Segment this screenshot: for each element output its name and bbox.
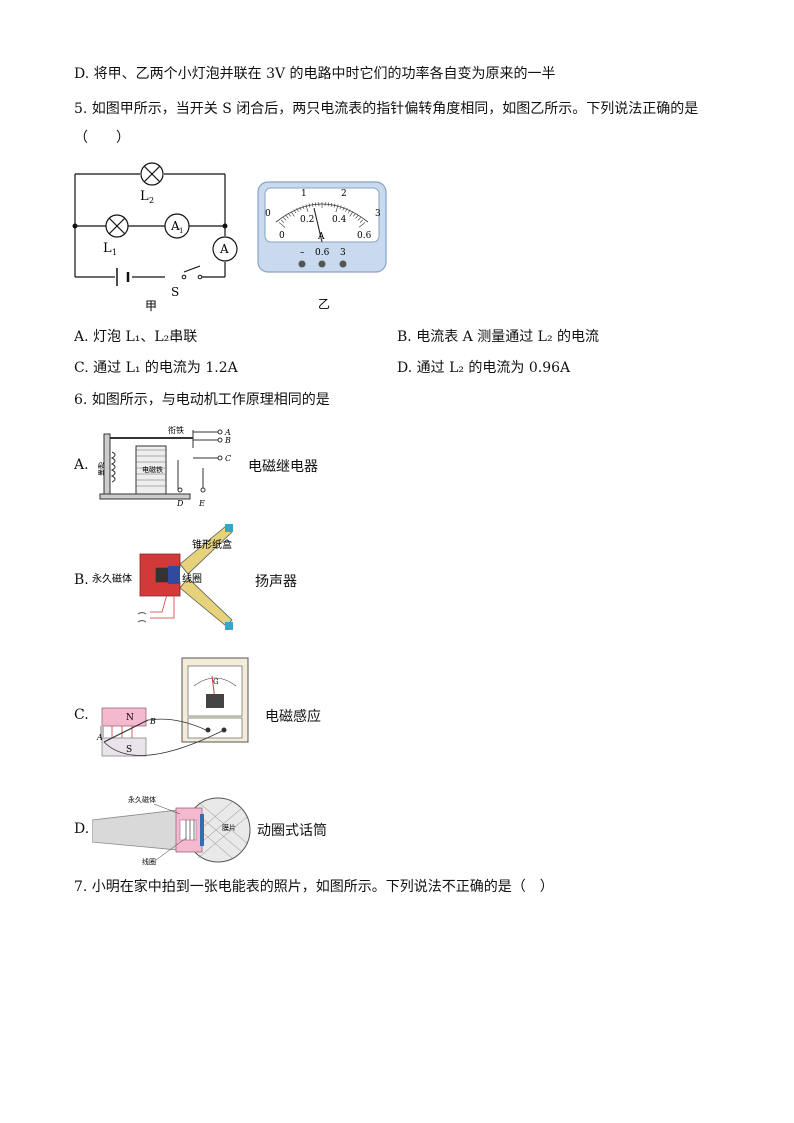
ammeter-tick bbox=[355, 215, 359, 219]
ammeter-tick bbox=[335, 204, 339, 213]
svg-text:S: S bbox=[126, 745, 132, 755]
ammeter-tick bbox=[288, 213, 291, 217]
svg-text:1: 1 bbox=[301, 189, 307, 199]
caption-yi: 乙 bbox=[318, 297, 330, 311]
svg-text:永久磁体: 永久磁体 bbox=[128, 795, 156, 804]
microphone-diagram: 永久磁体 线圈 膜片 bbox=[92, 795, 251, 866]
q6-option-c-label: 电磁感应 bbox=[265, 709, 321, 725]
svg-text:衔铁: 衔铁 bbox=[168, 425, 184, 435]
svg-text:2: 2 bbox=[341, 189, 347, 199]
q5-option-c[interactable]: C. 通过 L₁ 的电流为 1.2A bbox=[74, 360, 238, 376]
label-s: S bbox=[171, 285, 179, 299]
svg-text:N: N bbox=[126, 713, 134, 723]
label-l2: L bbox=[140, 189, 149, 204]
svg-text:弹簧: 弹簧 bbox=[98, 462, 105, 476]
q5-blank: （ ） bbox=[74, 130, 130, 146]
ammeter-pointer bbox=[313, 207, 323, 243]
caption-jia: 甲 bbox=[145, 299, 157, 312]
q5-option-a[interactable]: A. 灯泡 L₁、L₂串联 bbox=[74, 329, 198, 345]
ammeter-tick bbox=[308, 203, 311, 208]
ammeter-tick bbox=[339, 205, 342, 210]
svg-text:2: 2 bbox=[149, 196, 154, 205]
ammeter-tick bbox=[315, 202, 317, 207]
svg-text:电磁铁: 电磁铁 bbox=[142, 465, 163, 474]
ammeter-tick bbox=[280, 219, 285, 223]
ammeter-tick bbox=[290, 211, 295, 217]
ammeter-tick bbox=[330, 202, 333, 207]
q6-option-c-letter[interactable]: C. bbox=[74, 707, 89, 723]
svg-text:锥形纸盒: 锥形纸盒 bbox=[192, 538, 232, 551]
battery-icon bbox=[116, 268, 130, 286]
ammeter-tick bbox=[357, 217, 361, 221]
ammeter-tick bbox=[359, 219, 364, 223]
q7-stem: 7. 小明在家中拍到一张电能表的照片，如图所示。下列说法不正确的是（ ） bbox=[74, 879, 554, 895]
svg-text:线圈: 线圈 bbox=[142, 857, 156, 866]
svg-text:D: D bbox=[176, 499, 184, 508]
speaker-diagram: 锥形纸盒 永久磁体 线圈 bbox=[92, 524, 233, 630]
svg-text:3: 3 bbox=[340, 248, 346, 258]
ammeter-tick bbox=[342, 206, 345, 211]
ammeter-tick bbox=[305, 204, 309, 213]
svg-text:膜片: 膜片 bbox=[222, 823, 236, 832]
switch-icon bbox=[181, 274, 187, 280]
ammeter-tick bbox=[311, 202, 314, 207]
svg-text:0.6: 0.6 bbox=[315, 248, 330, 258]
ammeter-tick bbox=[347, 209, 351, 214]
svg-text:0.2: 0.2 bbox=[300, 215, 314, 225]
q4-option-d: D. 将甲、乙两个小灯泡并联在 3V 的电路中时它们的功率各自变为原来的一半 bbox=[74, 66, 556, 82]
lamp-l2-icon bbox=[140, 162, 164, 186]
svg-text:0.4: 0.4 bbox=[332, 215, 347, 225]
ammeter-tick bbox=[293, 209, 297, 214]
svg-text:E: E bbox=[198, 499, 205, 508]
ammeter-unit: A bbox=[317, 232, 325, 242]
svg-text:B: B bbox=[224, 436, 231, 445]
q6-option-d-label: 动圈式话筒 bbox=[257, 823, 327, 839]
svg-text:C: C bbox=[225, 454, 231, 463]
q6-option-d-letter[interactable]: D. bbox=[74, 821, 90, 837]
svg-text:A: A bbox=[224, 428, 231, 437]
q6-option-b-letter[interactable]: B. bbox=[74, 572, 89, 588]
svg-text:1: 1 bbox=[112, 248, 117, 257]
ammeter-a1-icon bbox=[164, 213, 190, 239]
ammeter-tick bbox=[296, 207, 299, 212]
ammeter-tick bbox=[353, 213, 356, 217]
q6-stem: 6. 如图所示，与电动机工作原理相同的是 bbox=[74, 392, 330, 408]
ammeter-a-icon bbox=[212, 236, 238, 262]
q6-option-b-label: 扬声器 bbox=[255, 574, 297, 590]
q6-option-a-letter[interactable]: A. bbox=[74, 457, 89, 473]
q5-circuit-diagram: L 2 L 1 A 1 A S 甲 bbox=[72, 162, 238, 312]
lamp-l1-icon bbox=[105, 214, 129, 238]
svg-text:3: 3 bbox=[375, 209, 381, 219]
ammeter-tick bbox=[285, 215, 289, 219]
q6-option-a-label: 电磁继电器 bbox=[248, 459, 318, 475]
q5-ammeter-dial: 0 1 2 3 0 0.2 0.4 0.6 A – 0.6 3 乙 bbox=[257, 181, 387, 311]
svg-text:0.6: 0.6 bbox=[357, 231, 372, 241]
ammeter-tick bbox=[345, 207, 348, 212]
svg-text:G: G bbox=[213, 678, 219, 686]
ammeter-tick bbox=[358, 222, 366, 228]
ammeter-tick bbox=[349, 211, 354, 217]
ammeter-tick bbox=[283, 217, 287, 221]
q5-option-b[interactable]: B. 电流表 A 测量通过 L₂ 的电流 bbox=[397, 329, 600, 345]
svg-text:线圈: 线圈 bbox=[182, 572, 202, 585]
svg-text:–: – bbox=[300, 248, 305, 258]
label-l1: L bbox=[103, 241, 112, 256]
svg-text:0: 0 bbox=[265, 209, 271, 219]
svg-text:0: 0 bbox=[279, 231, 285, 241]
relay-diagram: 衔铁 弹簧 电磁铁 A B C D E bbox=[98, 425, 231, 508]
svg-text:B: B bbox=[149, 717, 156, 726]
ammeter-tick bbox=[299, 206, 302, 211]
q5-stem: 5. 如图甲所示，当开关 S 闭合后，两只电流表的指针偏转角度相同，如图乙所示。… bbox=[74, 101, 699, 117]
ammeter-tick bbox=[302, 205, 305, 210]
svg-text:永久磁体: 永久磁体 bbox=[92, 572, 132, 585]
ammeter-tick bbox=[327, 202, 329, 207]
svg-text:1: 1 bbox=[179, 227, 183, 235]
label-a1: A bbox=[170, 219, 180, 233]
label-a: A bbox=[219, 242, 229, 256]
ammeter-tick bbox=[278, 222, 286, 228]
q5-option-d[interactable]: D. 通过 L₂ 的电流为 0.96A bbox=[397, 360, 571, 376]
ammeter-tick bbox=[333, 203, 336, 208]
svg-text:A: A bbox=[96, 733, 103, 742]
induction-diagram: G N S A B bbox=[96, 657, 249, 757]
